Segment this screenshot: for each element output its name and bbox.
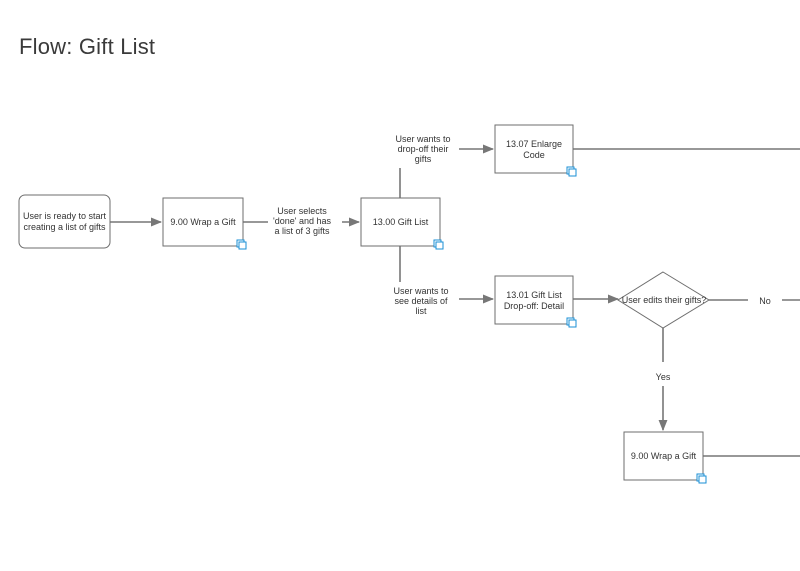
link-icon[interactable]: [696, 473, 707, 484]
edge-label-line: User wants to: [395, 134, 450, 144]
node-enlarge-code-line-1: 13.07 Enlarge: [506, 139, 562, 149]
node-wrap-gift-1[interactable]: 9.00 Wrap a Gift: [162, 197, 247, 250]
node-decision-label: User edits their gifts?: [622, 295, 707, 305]
edge-label-line: a list of 3 gifts: [274, 226, 330, 236]
page-title: Flow: Gift List: [19, 34, 156, 59]
node-decision[interactable]: User edits their gifts?: [617, 271, 710, 329]
edge-label-line: 'done' and has: [273, 216, 331, 226]
link-icon[interactable]: [236, 239, 247, 250]
edges: [110, 144, 800, 457]
node-wrap-gift-2[interactable]: 9.00 Wrap a Gift: [623, 431, 707, 484]
edge-label-line: drop-off their: [398, 144, 449, 154]
edge-label-no: No: [759, 296, 771, 306]
node-start[interactable]: User is ready to start creating a list o…: [18, 194, 111, 249]
link-icon[interactable]: [433, 239, 444, 250]
edge-label-drop-off: User wants to drop-off their gifts: [395, 134, 450, 164]
node-enlarge-code-line-2: Code: [523, 150, 545, 160]
node-gift-list-label: 13.00 Gift List: [373, 217, 429, 227]
node-wrap-gift-2-label: 9.00 Wrap a Gift: [631, 451, 697, 461]
edge-label-yes: Yes: [656, 372, 671, 382]
edge-label-line: gifts: [415, 154, 432, 164]
edge-label-selects-done: User selects 'done' and has a list of 3 …: [273, 206, 331, 236]
edge-label-line: User wants to: [393, 286, 448, 296]
edge-label-see-details: User wants to see details of list: [393, 286, 448, 316]
node-start-line-2: creating a list of gifts: [23, 222, 106, 232]
edge-label-line: User selects: [277, 206, 327, 216]
node-gift-list-dropoff[interactable]: 13.01 Gift List Drop-off: Detail: [494, 275, 577, 328]
link-icon[interactable]: [566, 166, 577, 177]
node-enlarge-code[interactable]: 13.07 Enlarge Code: [494, 124, 577, 177]
node-gift-list[interactable]: 13.00 Gift List: [360, 197, 444, 250]
edge-label-line: see details of: [394, 296, 448, 306]
node-gift-list-dropoff-line-1: 13.01 Gift List: [506, 290, 562, 300]
node-start-line-1: User is ready to start: [23, 211, 107, 221]
edge-label-line: list: [416, 306, 427, 316]
node-wrap-gift-1-label: 9.00 Wrap a Gift: [170, 217, 236, 227]
node-gift-list-dropoff-line-2: Drop-off: Detail: [504, 301, 564, 311]
link-icon[interactable]: [566, 317, 577, 328]
